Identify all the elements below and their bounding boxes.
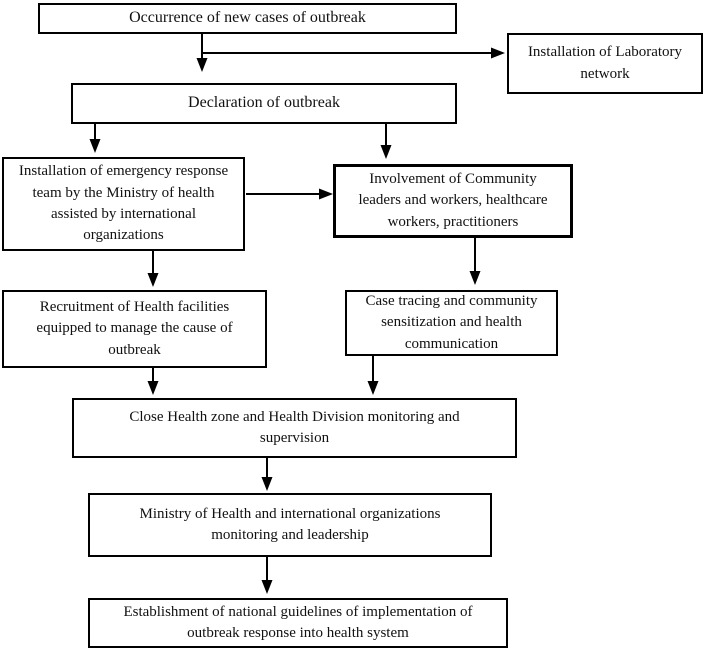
box-guidelines-label: Establishment of national guidelines of … [123,603,473,641]
box-case-tracing: Case tracing and community sensitization… [345,290,558,356]
box-close-monitoring: Close Health zone and Health Division mo… [72,398,517,458]
box-community-label: Involvement of Community leaders and wor… [358,171,548,230]
box-occurrence: Occurrence of new cases of outbreak [38,3,457,34]
box-declaration-label: Declaration of outbreak [188,94,340,112]
box-recruitment-label: Recruitment of Health facilities equippe… [36,299,233,358]
box-occurrence-label: Occurrence of new cases of outbreak [129,9,366,27]
box-ministry-monitoring: Ministry of Health and international org… [88,493,492,557]
box-emergency-team-label: Installation of emergency response team … [18,163,229,244]
box-community: Involvement of Community leaders and wor… [333,164,573,238]
box-case-tracing-label: Case tracing and community sensitization… [365,293,538,352]
box-declaration: Declaration of outbreak [71,83,457,124]
box-ministry-monitoring-label: Ministry of Health and international org… [139,505,441,543]
box-emergency-team: Installation of emergency response team … [2,157,245,251]
box-close-monitoring-label: Close Health zone and Health Division mo… [129,408,460,446]
box-recruitment: Recruitment of Health facilities equippe… [2,290,267,368]
box-laboratory-label: Installation of Laboratory network [527,44,683,82]
box-laboratory: Installation of Laboratory network [507,33,703,94]
box-guidelines: Establishment of national guidelines of … [88,598,508,648]
